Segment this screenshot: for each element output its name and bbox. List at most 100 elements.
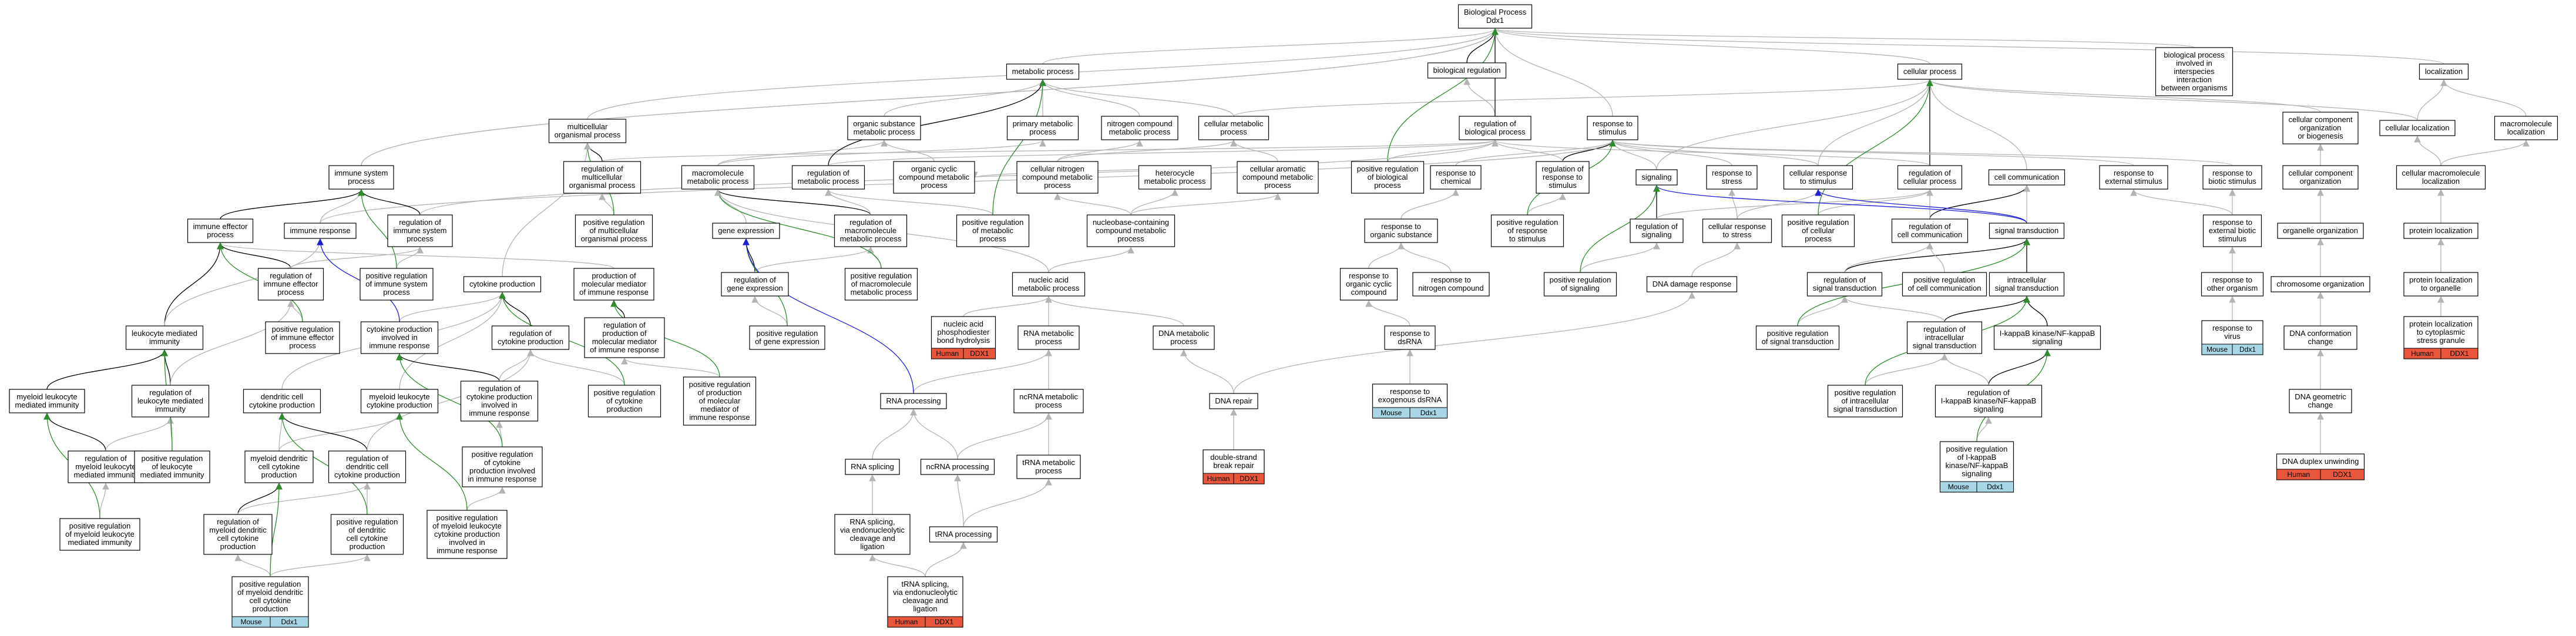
go-term-node[interactable]: RNA splicing [845,459,900,475]
go-term-node[interactable]: RNA processing [880,393,947,409]
go-term-node[interactable]: cellular localization [2379,120,2456,136]
go-term-node[interactable]: signaling [1635,169,1678,186]
go-term-node[interactable]: metabolic process [1006,63,1080,80]
go-term-node[interactable]: tRNA processing [929,526,998,543]
go-term-node[interactable]: chromosome organization [2271,276,2370,292]
go-term-node[interactable]: ncRNA processing [920,459,995,475]
go-term-node[interactable]: DNA damage response [1646,276,1738,292]
go-term-node[interactable]: cellular process [1897,63,1963,80]
go-term-node[interactable]: gene expression [712,223,780,239]
go-term-node[interactable]: regulation ofI-kappaB kinase/NF-kappaBsi… [1934,385,2043,418]
go-term-node[interactable]: RNA splicing,via endonucleolyticcleavage… [834,514,911,555]
go-term-node[interactable]: immune response [284,223,357,239]
go-term-node[interactable]: tRNA splicing,via endonucleolyticcleavag… [887,576,963,628]
go-term-node[interactable]: cell communication [1988,169,2065,186]
go-term-node[interactable]: biological regulation [1427,62,1507,79]
go-term-node[interactable]: localization [2419,63,2469,80]
go-term-node[interactable]: DNA repair [1209,393,1258,409]
go-term-node[interactable]: cytokine production [463,276,542,292]
go-term-node[interactable]: protein localization [2403,223,2478,239]
